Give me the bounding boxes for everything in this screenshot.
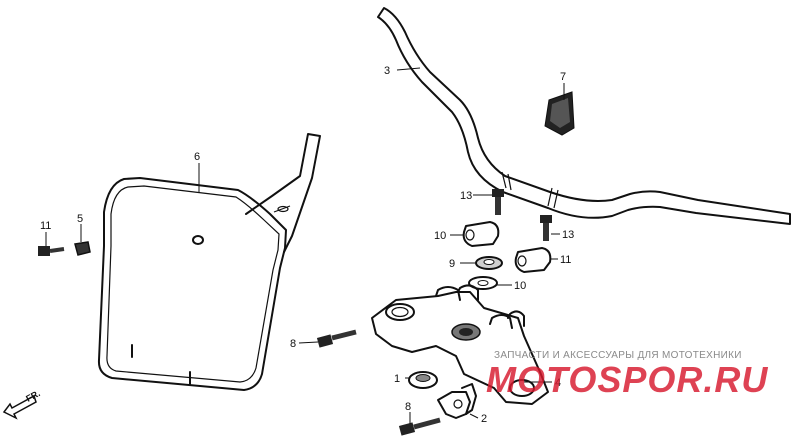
front-arrow: FR. — [2, 388, 42, 420]
callout-11-left: 10 — [434, 230, 446, 242]
front-arrow-label: FR. — [24, 388, 41, 404]
plate-bolt — [38, 246, 65, 256]
callout-11-right: 11 — [560, 254, 571, 266]
callout-1: 1 — [394, 373, 400, 385]
leader-lines — [45, 67, 565, 424]
bolt-lower — [398, 417, 441, 436]
callout-2: 2 — [481, 413, 487, 425]
callout-3: 3 — [384, 65, 390, 77]
number-plate — [97, 133, 321, 391]
top-bridge — [371, 284, 549, 405]
callout-13-right: 13 — [562, 229, 574, 241]
callout-6: 6 — [194, 151, 200, 163]
stem-nut — [408, 371, 438, 389]
callout-8-lower: 8 — [405, 401, 411, 413]
cable-clamp — [437, 383, 477, 419]
watermark-tagline: ЗАПЧАСТИ И АКСЕССУАРЫ ДЛЯ МОТОТЕХНИКИ — [494, 350, 742, 361]
collar — [74, 241, 91, 256]
watermark-logo: MOTOSPOR.RU — [486, 359, 768, 400]
holder-bolt-right — [540, 215, 552, 241]
cushion — [475, 256, 503, 270]
callouts: 3 6 7 13 10 9 10 13 11 8 4 1 2 8 11 5 — [40, 65, 574, 425]
handlebar-pad — [544, 91, 575, 136]
watermark: ЗАПЧАСТИ И АКСЕССУАРЫ ДЛЯ МОТОТЕХНИКИ MO… — [486, 350, 768, 400]
callout-7: 7 — [560, 71, 566, 83]
callout-10: 10 — [514, 280, 526, 292]
callout-4: 4 — [555, 377, 561, 389]
bolt-left — [316, 329, 357, 348]
callout-13-upper: 13 — [460, 190, 472, 202]
holder-bolt-upper — [492, 189, 504, 215]
callout-8-left: 8 — [290, 338, 296, 350]
handlebar — [377, 7, 791, 225]
washer — [468, 276, 498, 290]
upper-holder-right — [514, 247, 552, 273]
callout-9: 9 — [449, 258, 455, 270]
callout-5: 5 — [77, 213, 83, 225]
upper-holder-left — [462, 221, 500, 247]
callout-12: 11 — [40, 220, 51, 232]
